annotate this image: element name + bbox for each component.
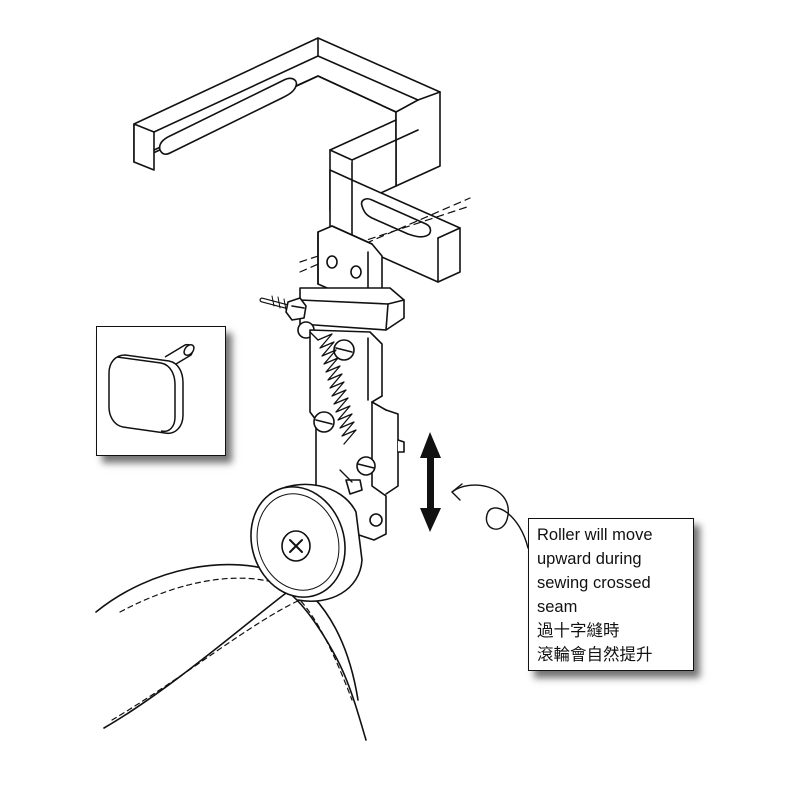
callout-line-zh-2: 滾輪會自然提升 xyxy=(537,646,653,664)
callout-box: Roller will move upward during sewing cr… xyxy=(528,518,694,671)
pin-detail-inset xyxy=(96,326,226,456)
callout-leader-line xyxy=(451,483,529,549)
roller-wheel xyxy=(250,483,363,602)
roller-arm-assembly xyxy=(259,225,405,541)
mounting-bracket xyxy=(133,37,461,283)
fabric-layers xyxy=(95,563,367,741)
callout-line-4: seam xyxy=(537,598,578,616)
up-down-arrow-icon xyxy=(420,432,441,532)
callout-line-3: sewing crossed xyxy=(537,574,651,592)
callout-line-zh-1: 過十字縫時 xyxy=(537,622,620,640)
callout-line-2: upward during xyxy=(537,550,642,568)
pin-detail-icon xyxy=(108,343,195,435)
phillips-screw-icon xyxy=(289,539,303,553)
tension-spring xyxy=(309,331,357,483)
callout-line-1: Roller will move xyxy=(537,526,653,544)
